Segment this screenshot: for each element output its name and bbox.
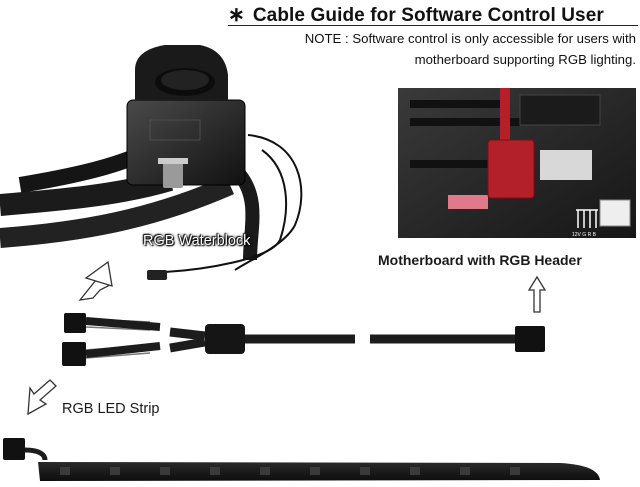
arrow-up-to-waterblock xyxy=(78,260,113,301)
rgb-waterblock-image xyxy=(0,45,303,280)
arrow-down-to-led-strip xyxy=(27,379,57,416)
label-rgb-waterblock: RGB Waterblock xyxy=(143,233,251,249)
note-line-2: motherboard supporting RGB lighting. xyxy=(414,52,636,67)
motherboard-image: 12V G R B xyxy=(398,88,636,238)
title-text: Cable Guide for Software Control User xyxy=(252,5,604,26)
label-motherboard: Motherboard with RGB Header xyxy=(378,252,582,268)
asterisk-icon: ∗ xyxy=(228,4,245,26)
pin-label: 12V G R B xyxy=(572,232,597,238)
title-underline xyxy=(228,25,638,26)
note-line-1: NOTE : Software control is only accessib… xyxy=(304,31,636,46)
arrow-up-to-motherboard xyxy=(527,275,547,313)
led-strip-image xyxy=(3,438,600,481)
splitter-cable xyxy=(62,313,545,366)
page-title: ∗ Cable Guide for Software Control User xyxy=(228,2,604,27)
label-rgb-led-strip: RGB LED Strip xyxy=(62,401,160,417)
